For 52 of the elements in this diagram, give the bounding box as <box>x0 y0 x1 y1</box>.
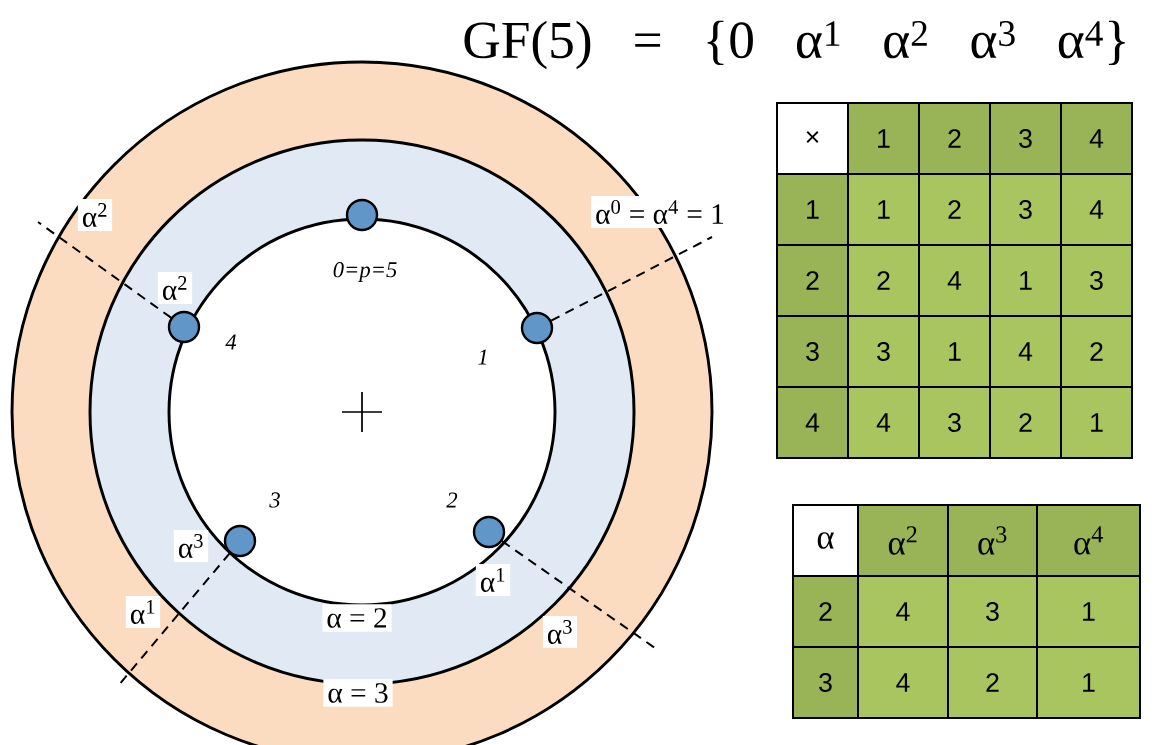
table-cell: 4 <box>776 386 849 459</box>
table-cell: 4 <box>857 575 949 648</box>
table-cell: 1 <box>989 244 1062 317</box>
table-cell: 4 <box>989 315 1062 388</box>
table-cell: 2 <box>1060 315 1133 388</box>
math-label: α$^{1}$ <box>475 564 511 596</box>
table-cell: 3 <box>792 646 859 719</box>
table-cell: 4 <box>847 386 920 459</box>
table-cell: 3 <box>847 315 920 388</box>
table-cell: 4 <box>1060 102 1133 175</box>
number-label: 2 <box>446 492 458 508</box>
table-cell: 3 <box>947 575 1038 648</box>
table-cell: 2 <box>989 386 1062 459</box>
table-cell: 2 <box>918 102 991 175</box>
table-cell: 2 <box>918 173 991 246</box>
table-cell: 1 <box>847 102 920 175</box>
number-label: 1 <box>478 349 487 365</box>
table-cell: 2 <box>947 646 1038 719</box>
table-cell: 3 <box>989 102 1062 175</box>
math-label: α$^{3}$ <box>173 530 209 562</box>
math-label: α$^{3}$ <box>542 616 578 648</box>
table-cell: α$^{4}$ <box>1036 504 1141 577</box>
math-label: α$^{1}$ <box>125 596 161 628</box>
equation: GF(5) = {0 α$^{1}$ α$^{2}$ α$^{3}$ α$^{4}$} <box>464 20 1125 70</box>
math-label: α$^{0}$ = α$^{4}$ = 1 <box>591 196 729 228</box>
table-cell: α <box>792 504 859 577</box>
table-cell: 1 <box>847 173 920 246</box>
table-cell: 3 <box>989 173 1062 246</box>
table-cell: 2 <box>847 244 920 317</box>
table-cell: 1 <box>1036 646 1141 719</box>
table-cell: 1 <box>1060 386 1133 459</box>
table-cell: 1 <box>776 173 849 246</box>
number-label: 4 <box>225 334 237 350</box>
table-cell: α$^{2}$ <box>857 504 949 577</box>
table-cell: 1 <box>1036 575 1141 648</box>
table-cell: 3 <box>918 386 991 459</box>
number-label: 0=p=5 <box>333 262 397 282</box>
number-label: 3 <box>269 492 280 508</box>
table-cell: × <box>776 102 849 175</box>
math-label: α = 2 <box>322 604 392 632</box>
table-cell: 4 <box>857 646 949 719</box>
math-label: α$^{2}$ <box>77 199 113 231</box>
table-cell: 4 <box>1060 173 1133 246</box>
table-cell: 2 <box>792 575 859 648</box>
table-cell: α$^{3}$ <box>947 504 1038 577</box>
table-cell: 4 <box>918 244 991 317</box>
table-cell: 3 <box>1060 244 1133 317</box>
table-cell: 2 <box>776 244 849 317</box>
table-cell: 1 <box>918 315 991 388</box>
math-label: α$^{2}$ <box>157 272 193 304</box>
math-label: α = 3 <box>323 679 393 707</box>
table-cell: 3 <box>776 315 849 388</box>
